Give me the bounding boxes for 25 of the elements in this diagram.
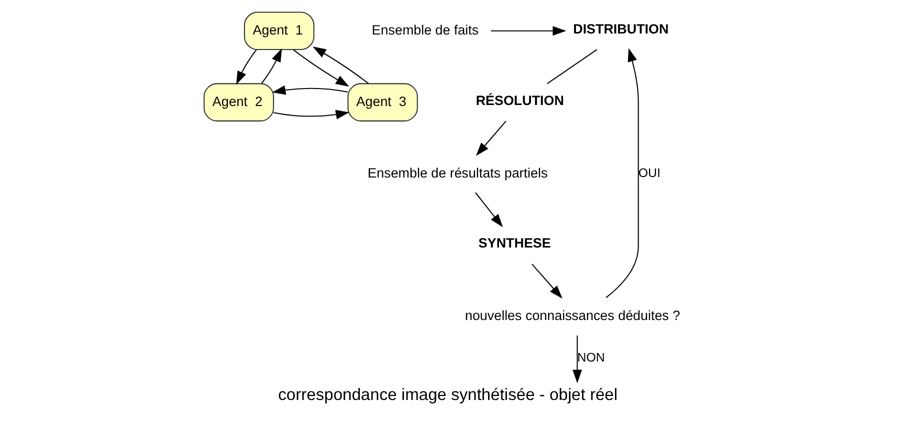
arrow: [272, 85, 348, 95]
arrow: [605, 48, 638, 298]
arrow: [474, 192, 502, 228]
node-text: nouvelles connaissances déduites ?: [464, 308, 680, 324]
node-box: Agent 3: [347, 83, 418, 122]
node-box: Agent 2: [203, 83, 274, 122]
arrow: [490, 26, 566, 36]
caption: correspondance image synthétisée - objet réel: [278, 385, 618, 404]
node-text: SYNTHESE: [478, 236, 550, 251]
node-text: RÉSOLUTION: [475, 92, 564, 108]
node-text: DISTRIBUTION: [572, 21, 668, 36]
node-text: Ensemble de faits: [371, 22, 478, 38]
arrow: [312, 46, 368, 84]
edge-label: NON: [576, 350, 604, 365]
node-box: Agent 1: [243, 12, 314, 50]
edge-label: OUI: [638, 166, 660, 180]
arrow: [260, 48, 282, 84]
arrow: [531, 264, 562, 299]
connector: [546, 49, 597, 84]
arrow: [236, 49, 256, 85]
arrow: [292, 49, 349, 87]
arrow: [273, 110, 349, 120]
arrow: [475, 120, 506, 156]
arrow: [572, 335, 582, 384]
node-text: Ensemble de résultats partiels: [367, 165, 548, 180]
